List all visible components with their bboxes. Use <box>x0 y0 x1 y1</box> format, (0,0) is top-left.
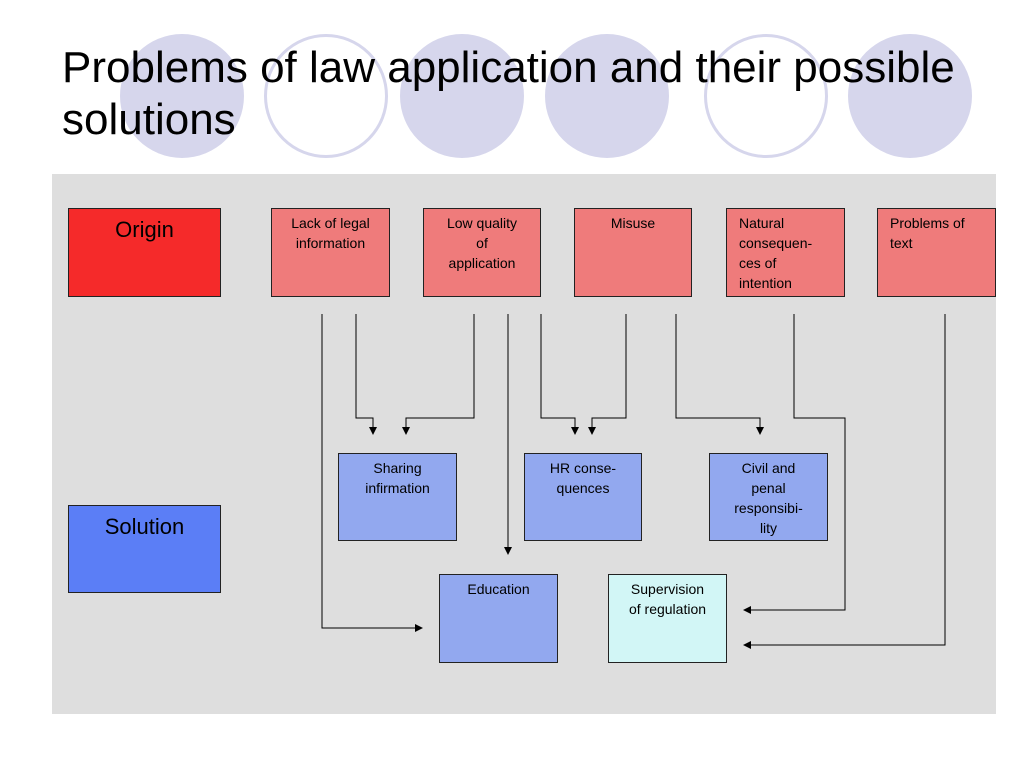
solution-supervision-of-regulation: Supervision of regulation <box>608 574 727 663</box>
arrow-misuse-to-hr-right <box>588 314 627 435</box>
arrow-lack-to-education <box>321 314 423 632</box>
arrow-misuse-to-civil <box>675 314 764 435</box>
arrow-misuse-to-hr-left <box>540 314 579 435</box>
origin-natural-consequences: Natural consequen- ces of intention <box>726 208 845 297</box>
decorative-circle <box>120 34 244 158</box>
decorative-circle <box>848 34 972 158</box>
solution-education: Education <box>439 574 558 663</box>
origin-low-quality-of-application: Low quality of application <box>423 208 541 297</box>
solution-row-label: Solution <box>68 505 221 593</box>
origin-lack-of-legal-information: Lack of legal information <box>271 208 390 297</box>
arrow-text-to-supervision <box>743 314 946 649</box>
decorative-circle <box>545 34 669 158</box>
decorative-ring <box>704 34 828 158</box>
solution-civil-and-penal-responsibility: Civil and penal responsibi- lity <box>709 453 828 541</box>
decorative-circle <box>400 34 524 158</box>
origin-row-label: Origin <box>68 208 221 297</box>
origin-problems-of-text: Problems of text <box>877 208 996 297</box>
origin-misuse: Misuse <box>574 208 692 297</box>
decorative-ring <box>264 34 388 158</box>
solution-sharing-information: Sharing infirmation <box>338 453 457 541</box>
arrow-lowquality-to-sharing <box>402 314 475 435</box>
slide-title: Problems of law application and their po… <box>62 43 955 144</box>
arrow-natural-to-supervision <box>743 314 846 614</box>
arrow-lack-to-sharing <box>355 314 377 435</box>
solution-hr-consequences: HR conse- quences <box>524 453 642 541</box>
